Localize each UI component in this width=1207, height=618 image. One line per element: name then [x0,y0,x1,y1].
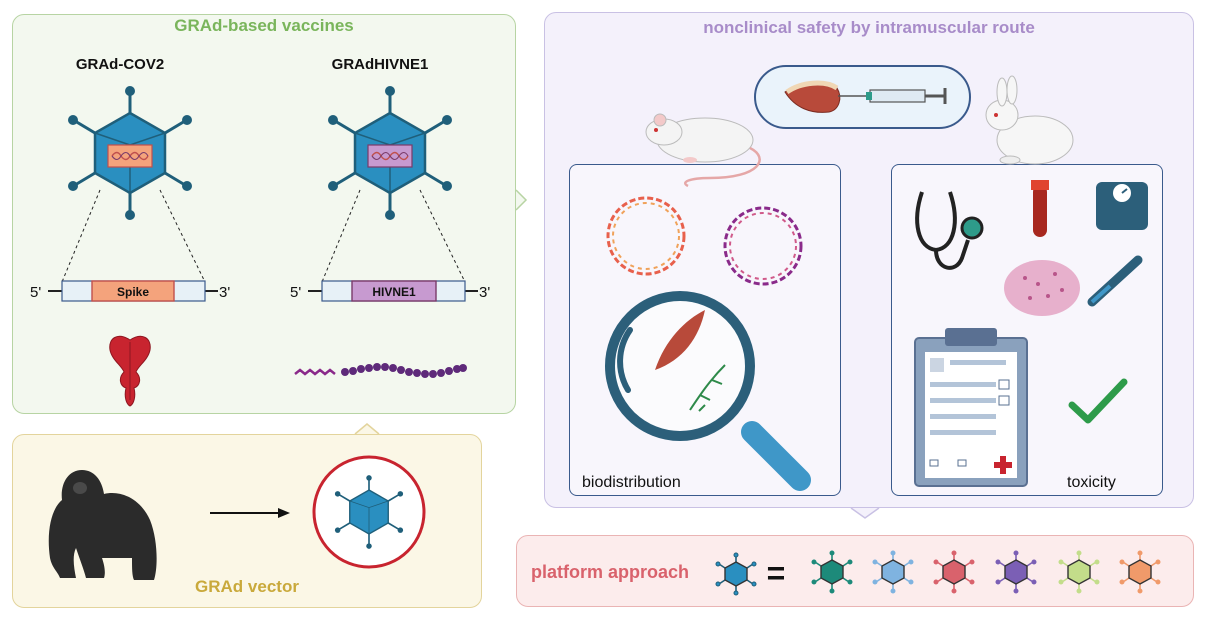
connector-down [850,507,880,519]
rat-icon [645,113,761,188]
connector-up [354,423,380,435]
magnifier-icon [605,291,811,491]
three-prime-1: 3' [219,284,230,301]
connector-right [515,189,528,211]
five-prime-2: 5' [290,284,301,301]
vaccines-title: GRAd-based vaccines [174,16,354,35]
three-prime-2: 3' [479,284,490,301]
construct-cov2 [48,280,218,302]
safety-title: nonclinical safety by intramuscular rout… [703,18,1035,37]
toxicity-label: toxicity [1067,474,1116,491]
platform-variant-2-icon [872,550,914,594]
insert-hivne1: HIVNE1 [372,285,416,299]
hivne1-polypeptide-icon [294,363,467,378]
clipboard-icon [914,328,1028,487]
construct-hiv [308,280,478,302]
platform-variant-3-icon [933,550,975,594]
rabbit-icon [985,75,1074,165]
plasmid-red-icon [606,196,686,276]
platform-title: platform approach [531,562,690,582]
virion-cov2-icon [66,84,194,222]
insert-spike: Spike [117,285,149,299]
vector-title: GRAd vector [195,577,299,596]
gorilla-icon [48,470,157,580]
scale-icon [1096,182,1148,230]
tissue-histology-icon [1004,260,1080,316]
arrow-icon [210,508,290,518]
platform-variant-5-icon [1058,550,1100,594]
platform-variant-4-icon [995,550,1037,594]
virion-hiv-icon [326,84,454,222]
equals-sign: = [767,555,786,591]
platform-variant-6-icon [1119,550,1161,594]
biodistribution-label: biodistribution [582,474,681,491]
grad-vector-virion-icon [312,455,426,569]
spike-protein-icon [109,335,151,407]
vaccine-name-cov2: GRAd-COV2 [75,56,165,73]
five-prime-1: 5' [30,284,41,301]
thermometer-icon [1087,255,1143,307]
blood-tube-icon [1031,180,1049,237]
stethoscope-icon [915,191,984,270]
plasmid-purple-icon [723,206,803,286]
checkmark-icon [1068,378,1128,424]
injection-icon [754,65,971,129]
platform-base-virion-icon [715,552,757,596]
vaccine-name-hiv: GRAdHIVNE1 [331,56,429,73]
platform-variant-1-icon [811,550,853,594]
